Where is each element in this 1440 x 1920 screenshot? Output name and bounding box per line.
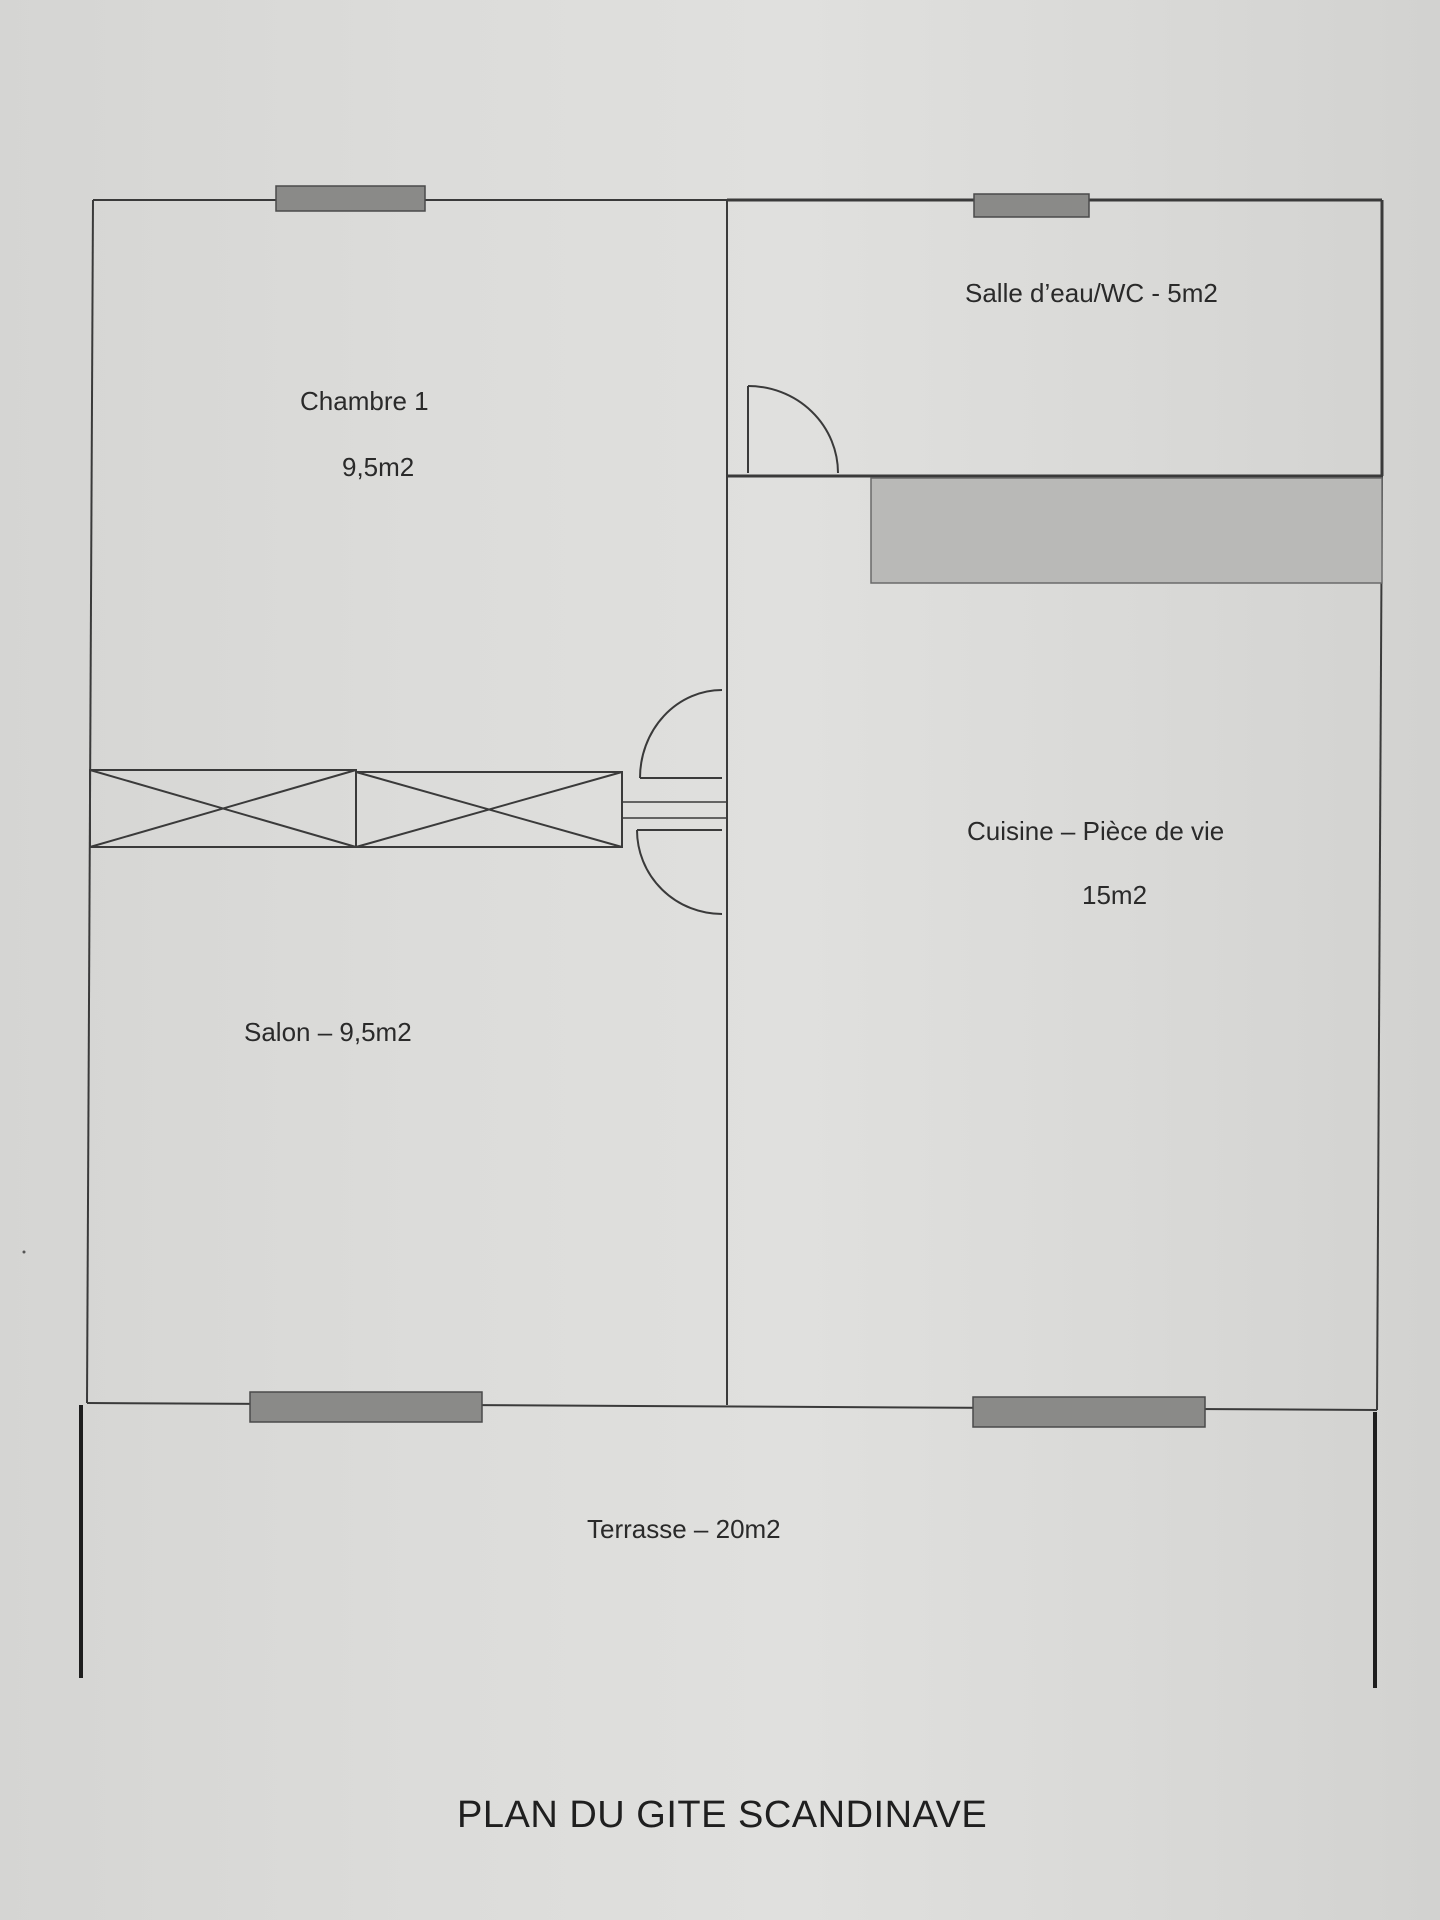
terrace-posts: [79, 1405, 1377, 1688]
chambre-area: 9,5m2: [342, 452, 415, 482]
plan-title: PLAN DU GITE SCANDINAVE: [457, 1794, 988, 1836]
windows: [249, 185, 1206, 1428]
kitchen-counter: [870, 477, 1383, 584]
window-cuisine: [972, 1396, 1206, 1428]
window-salle-eau: [973, 193, 1090, 218]
chambre-name: Chambre 1: [300, 386, 429, 416]
window-chambre: [275, 185, 426, 212]
terrasse-label: Terrasse – 20m2: [587, 1514, 781, 1544]
salon-label: Salon – 9,5m2: [244, 1017, 412, 1047]
salle-eau-label: Salle d’eau/WC - 5m2: [965, 278, 1218, 308]
bathroom-door: [747, 385, 839, 474]
cuisine-area: 15m2: [1082, 880, 1148, 910]
window-salon: [249, 1391, 483, 1423]
wardrobe-right: [355, 771, 623, 848]
wardrobe: [89, 769, 623, 848]
double-door: [636, 689, 723, 915]
cuisine-name: Cuisine – Pièce de vie: [967, 816, 1225, 846]
walls: [86, 198, 1384, 1411]
passage: [622, 801, 727, 819]
right-wall-lower: [1376, 475, 1383, 1411]
